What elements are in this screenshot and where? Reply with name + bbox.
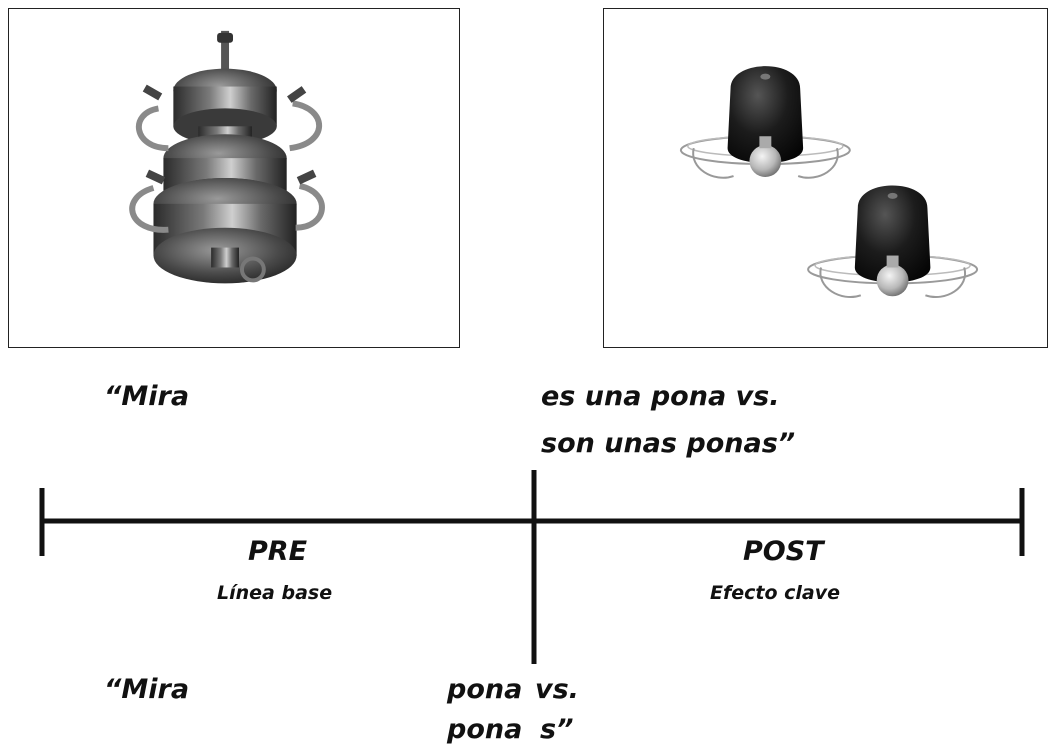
top-sentence-line2: son unas ponas” [541,428,796,459]
top-sentence-start: “Mira [104,381,190,412]
bottom-sentence-word2: pona [447,714,523,745]
plural-objects-panel [603,8,1048,348]
post-phase-label: POST [743,536,824,567]
top-sentence-line1: es una pona vs. [541,381,780,412]
single-object-panel [8,8,460,348]
bottom-sentence-suffix: s” [540,714,574,745]
pre-phase-sublabel: Línea base [217,582,333,604]
plural-objects-image [679,66,979,298]
pre-phase-label: PRE [248,536,308,567]
bottom-sentence-start: “Mira [104,674,190,705]
bottom-sentence-word1: pona [447,674,523,705]
post-phase-sublabel: Efecto clave [710,582,841,604]
bottom-sentence-vs: vs. [535,674,579,705]
single-object-image [129,30,325,284]
